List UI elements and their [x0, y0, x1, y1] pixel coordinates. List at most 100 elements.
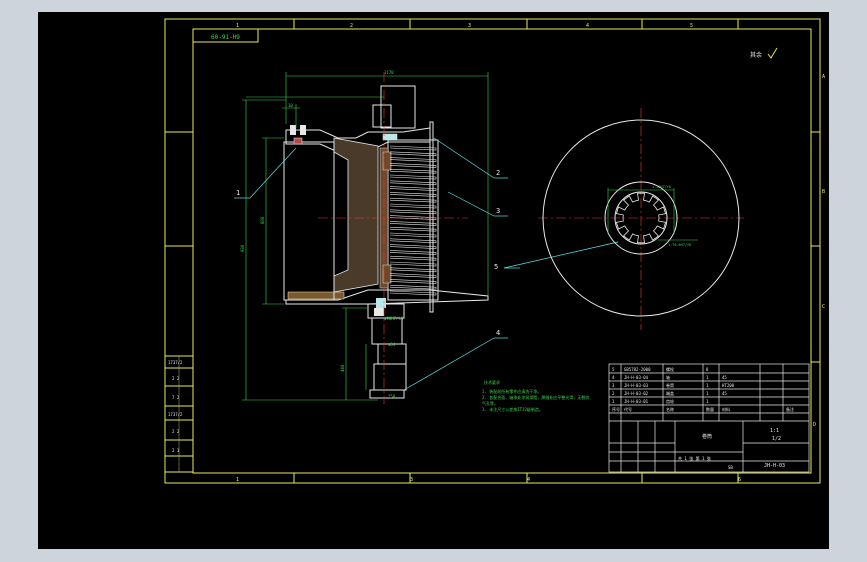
bom-cell: 1: [706, 375, 709, 380]
dim-bottom-len: 250: [388, 394, 396, 399]
bom-cell: 8: [706, 367, 709, 372]
bom-cell: JH-H-03-03: [624, 383, 649, 388]
left-info-strip: [164, 355, 194, 473]
title-scale: 1:1: [770, 428, 779, 434]
bom-cell: 45: [722, 375, 727, 380]
title-sheet-count: 共 1 张 第 1 张: [678, 455, 711, 461]
zone-letter-c: C: [822, 304, 825, 310]
groove-line: [389, 279, 437, 284]
col-number-4: 4: [586, 23, 589, 29]
bom-cell: GB5782-2000: [624, 367, 651, 372]
dim-left-height: 930: [240, 244, 245, 252]
groove-line: [389, 221, 437, 226]
zone-letter-d: D: [813, 422, 816, 428]
groove-line: [389, 226, 437, 232]
bom-cell: 1: [612, 399, 615, 404]
bom-cell: 1: [706, 383, 709, 388]
bom-cell: 4: [612, 375, 615, 380]
dimension-lines: [242, 72, 489, 401]
bom-cell: 1: [706, 391, 709, 396]
groove-line: [389, 215, 437, 220]
groove-line: [389, 250, 437, 255]
col-number-bottom-4: 4: [527, 477, 530, 483]
title-sheet: 1/2: [772, 436, 781, 442]
groove-line: [389, 284, 437, 290]
col-number-3: 3: [468, 23, 471, 29]
groove-line: [389, 197, 437, 203]
groove-line: [389, 261, 437, 267]
bom-cell: JH-H-03-01: [624, 399, 649, 404]
callout-1: 1: [236, 189, 240, 197]
tech-req-line-2: 2. 各配合面、轴承处涂润滑脂，焊缝处应平整光滑，无裂纹、: [482, 394, 593, 400]
groove-line: [389, 151, 437, 157]
bom-header-cell: 数量: [706, 406, 714, 412]
section-view-drum: [283, 85, 489, 399]
bom-cell: 端盖: [666, 390, 674, 396]
end-view-drum: [542, 119, 740, 317]
dim-shaft-dia-2: Φ84: [388, 342, 396, 347]
title-mark: SB: [728, 465, 733, 470]
bom-cell: HT200: [722, 383, 735, 388]
stamp-box: [192, 28, 259, 43]
technical-requirements: 技术要求 1. 装配前所有零件应清洗干净。 2. 各配合面、轴承处涂润滑脂，焊缝…: [482, 379, 593, 412]
bom-cell: 卷筒: [666, 382, 674, 388]
stamp-code: 60-91-H9: [211, 34, 240, 41]
strip-cell-4: 1737/2: [168, 412, 183, 417]
col-number-2: 2: [350, 23, 353, 29]
bom-cell: 3: [612, 383, 615, 388]
strip-cell-1: 1737/2: [168, 360, 183, 365]
bom-header-cell: 名称: [666, 406, 674, 412]
zone-letter-a: A: [822, 74, 825, 80]
callout-3: 3: [496, 207, 500, 215]
col-number-1: 1: [236, 23, 239, 29]
title-name: 卷筒: [702, 433, 712, 440]
col-number-bottom-3: 3: [410, 477, 413, 483]
roughness-note: 其余: [750, 51, 762, 59]
bom-cell: JH-H-03-04: [624, 375, 649, 380]
zone-letter-b: B: [822, 189, 825, 195]
zone-ticks: [165, 19, 820, 483]
bom-cell: 1: [706, 399, 709, 404]
title-code: JH-H-03: [764, 463, 785, 469]
groove-line: [389, 180, 437, 186]
groove-line: [389, 174, 437, 180]
dim-left-offset: 10: [288, 103, 293, 108]
col-number-bottom-6: 6: [738, 477, 741, 483]
bom-table-grid: [608, 363, 810, 473]
end-view-dimensions: [607, 188, 698, 241]
groove-line: [389, 145, 437, 151]
tech-req-line-4: 3. 未注尺寸公差按IT12级制造。: [482, 406, 543, 412]
drum-grooves: [389, 145, 437, 296]
bom-cell: JH-H-03-02: [624, 391, 649, 396]
groove-line: [389, 232, 437, 238]
groove-line: [389, 192, 437, 197]
dim-shaft-len: 440: [340, 364, 345, 372]
dim-inner-height: 880: [260, 216, 265, 224]
bom-header-cell: 序号: [612, 406, 620, 412]
strip-cell-2: 2 2: [172, 376, 180, 381]
bom-header-cell: 备注: [786, 406, 794, 412]
groove-line: [389, 209, 437, 215]
cad-viewport[interactable]: A B C D 1 2 3 4 5 1 3 4 6 60-91-H9 其余 17…: [38, 12, 829, 549]
leader-lines: [234, 137, 619, 391]
bom-cell: 2: [612, 391, 615, 396]
groove-line: [389, 203, 437, 209]
groove-line: [389, 244, 437, 249]
drawing-canvas: A B C D 1 2 3 4 5 1 3 4 6 60-91-H9 其余 17…: [164, 18, 825, 484]
bom-cell: 轴: [666, 374, 670, 380]
sheet-inner-border: [192, 28, 812, 474]
roughness-symbol-icon: [767, 47, 778, 59]
bom-cell: 45: [722, 391, 727, 396]
tech-req-line-3: 气孔等。: [482, 400, 498, 406]
bom-header-cell: 材料: [722, 406, 730, 412]
dim-top-width: 1170: [384, 70, 394, 75]
dim-spline-bottom: 1-76.6H7/f6: [668, 243, 691, 247]
dim-spline-top: 1-32H7/f6: [652, 185, 671, 189]
strip-cell-3: 7 2: [172, 395, 180, 400]
bom-cell: 5: [612, 367, 615, 372]
groove-line: [389, 157, 437, 162]
groove-line: [389, 186, 437, 191]
groove-line: [389, 255, 437, 261]
bom-cell: 螺栓: [666, 366, 674, 372]
centerlines: [318, 72, 744, 404]
